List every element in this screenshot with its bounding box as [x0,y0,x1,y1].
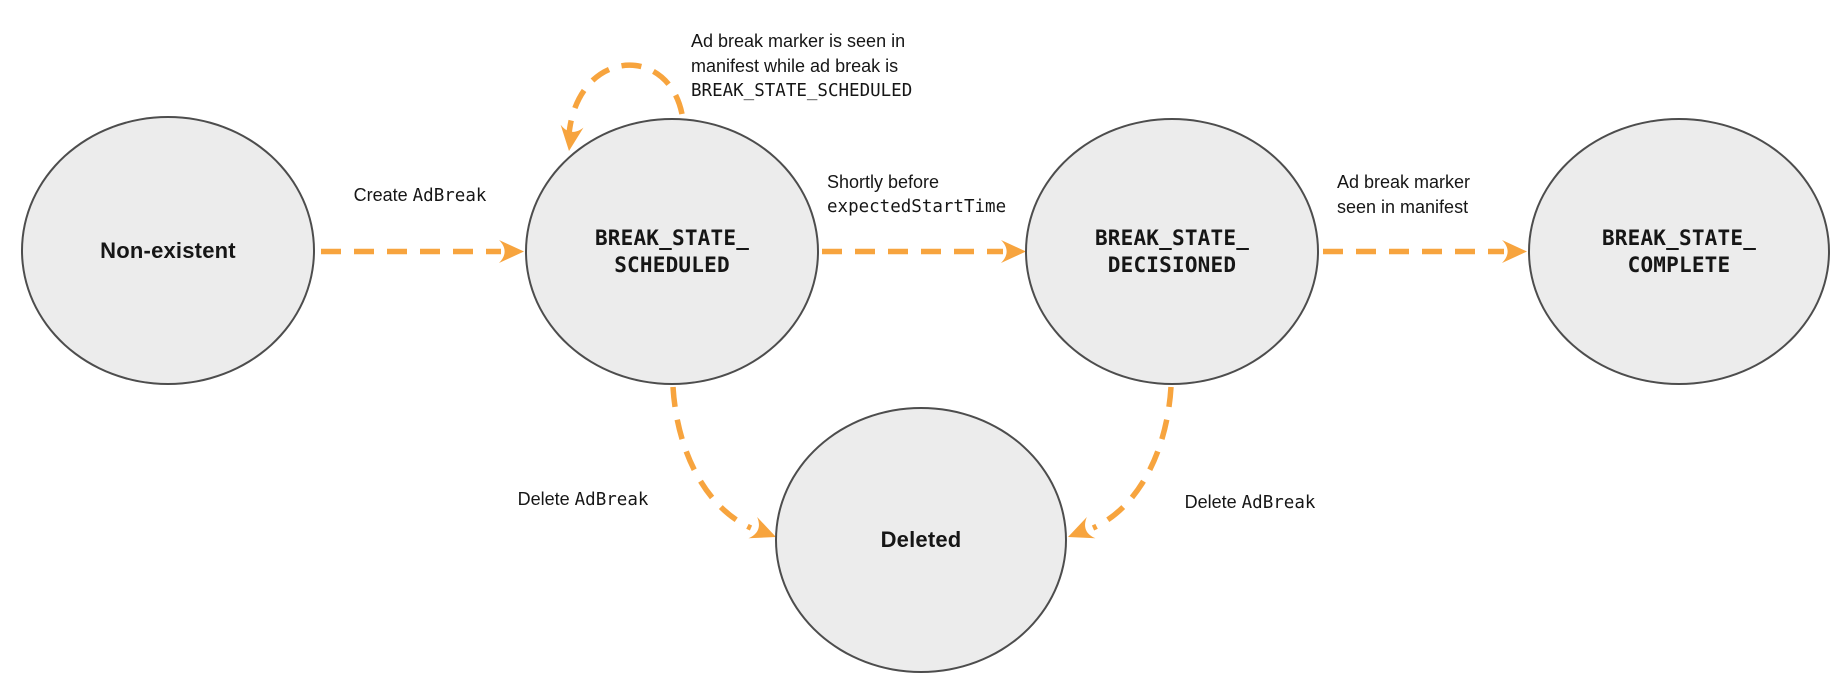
edge-delete-from-decisioned [1091,386,1174,531]
state-break-state-complete: BREAK_STATE_ COMPLETE [1528,118,1830,385]
state-non-existent: Non-existent [21,116,315,385]
arrowhead-self-loop-scheduled [560,124,584,151]
edge-label-create-code: AdBreak [412,186,487,206]
edge-label-shortly-before: Shortly before expectedStartTime [827,170,1006,220]
state-label-break-state-complete: BREAK_STATE_ COMPLETE [1601,225,1757,277]
edge-label-delete-right-code: AdBreak [1241,493,1316,513]
state-label-break-state-decisioned: BREAK_STATE_ DECISIONED [1094,225,1250,277]
edge-label-self-loop-line2: manifest while ad break is [691,56,899,76]
edge-label-delete-right: Delete AdBreak [1160,490,1340,516]
state-label-non-existent: Non-existent [100,237,236,263]
edge-label-create-text: Create [353,185,408,205]
edge-label-create-adbreak: Create AdBreak [330,183,510,209]
edge-label-shortly-before-text: Shortly before [827,172,940,192]
edge-label-shortly-before-code: expectedStartTime [827,197,1007,217]
arrowhead-create-adbreak [499,240,524,263]
edge-label-delete-left-code: AdBreak [574,490,649,510]
edge-delete-from-scheduled [670,386,753,531]
state-label-deleted: Deleted [880,527,962,552]
state-label-break-state-scheduled: BREAK_STATE_ SCHEDULED [594,225,750,277]
edge-label-self-loop-code: BREAK_STATE_SCHEDULED [691,81,913,101]
state-break-state-scheduled: BREAK_STATE_ SCHEDULED [525,118,819,385]
arrowhead-shortly-before-start [1001,240,1026,263]
edge-label-self-loop-line1: Ad break marker is seen in [691,31,906,51]
edge-label-marker-seen-line2: seen in manifest [1337,197,1469,217]
arrowhead-marker-seen-in-manifest [1502,240,1527,263]
edge-label-self-loop: Ad break marker is seen in manifest whil… [691,29,912,104]
edge-label-marker-seen-line1: Ad break marker [1337,172,1471,192]
edge-label-delete-left: Delete AdBreak [493,487,673,513]
edge-self-loop-scheduled [566,62,685,135]
arrowhead-delete-from-decisioned [1068,516,1096,539]
arrowhead-delete-from-scheduled [748,516,776,539]
state-deleted: Deleted [775,407,1067,673]
edge-label-marker-seen: Ad break marker seen in manifest [1337,170,1470,220]
edge-label-delete-right-text: Delete [1184,492,1237,512]
state-break-state-decisioned: BREAK_STATE_ DECISIONED [1025,118,1319,385]
edge-label-delete-left-text: Delete [517,489,570,509]
